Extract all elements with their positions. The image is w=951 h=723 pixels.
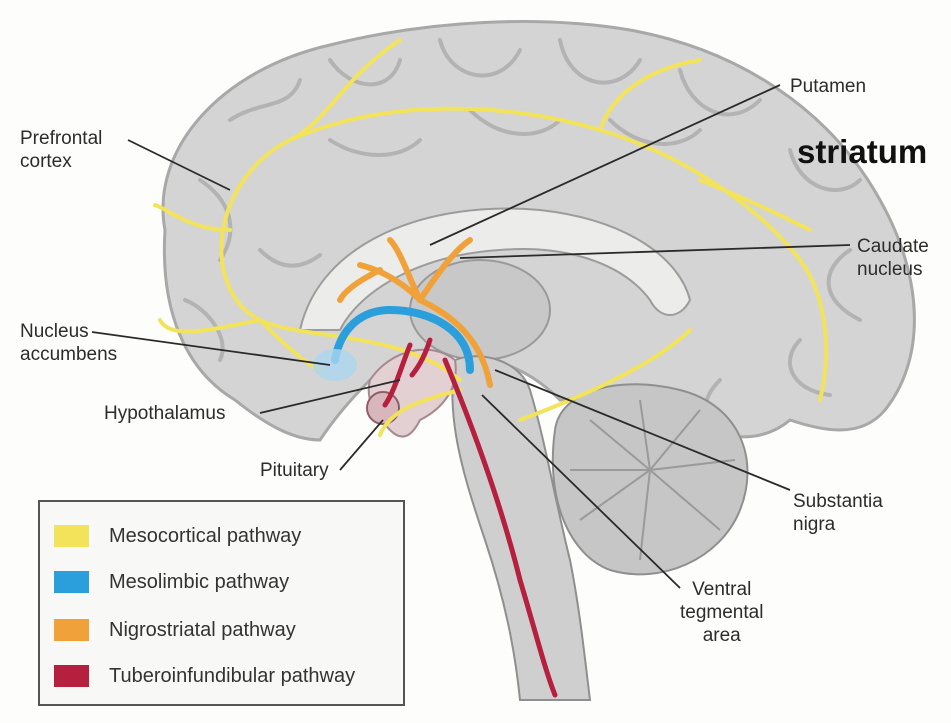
label-putamen: Putamen [790,75,866,98]
label-ventral-tegmental-area: Ventral tegmental area [680,578,763,647]
label-nucleus-accumbens: Nucleus accumbens [20,320,117,366]
cerebellum [553,384,748,574]
legend-label-nigrostriatal: Nigrostriatal pathway [109,619,296,642]
legend-label-mesolimbic: Mesolimbic pathway [109,571,289,594]
label-caudate-nucleus: Caudate nucleus [857,235,929,281]
legend-swatch-nigrostriatal [54,619,89,641]
legend-item: Mesocortical pathway [54,522,301,550]
leader-pituitary [340,420,383,470]
nucleus-accumbens-blob [313,349,357,381]
legend-swatch-mesocortical [54,525,89,547]
label-prefrontal-cortex: Prefrontal cortex [20,127,102,173]
legend-label-tuberoinfundibular: Tuberoinfundibular pathway [109,665,355,688]
legend-swatch-mesolimbic [54,571,89,593]
label-hypothalamus: Hypothalamus [104,402,225,425]
label-pituitary: Pituitary [260,459,329,482]
legend-swatch-tuberoinfundibular [54,665,89,687]
legend-item: Nigrostriatal pathway [54,616,296,644]
legend-label-mesocortical: Mesocortical pathway [109,525,301,548]
label-substantia-nigra: Substantia nigra [793,490,883,536]
legend: Mesocortical pathway Mesolimbic pathway … [38,500,405,706]
legend-item: Tuberoinfundibular pathway [54,662,355,690]
thalamus [410,260,550,360]
legend-item: Mesolimbic pathway [54,568,289,596]
label-striatum: striatum [797,133,927,171]
pituitary-gland [367,392,399,424]
